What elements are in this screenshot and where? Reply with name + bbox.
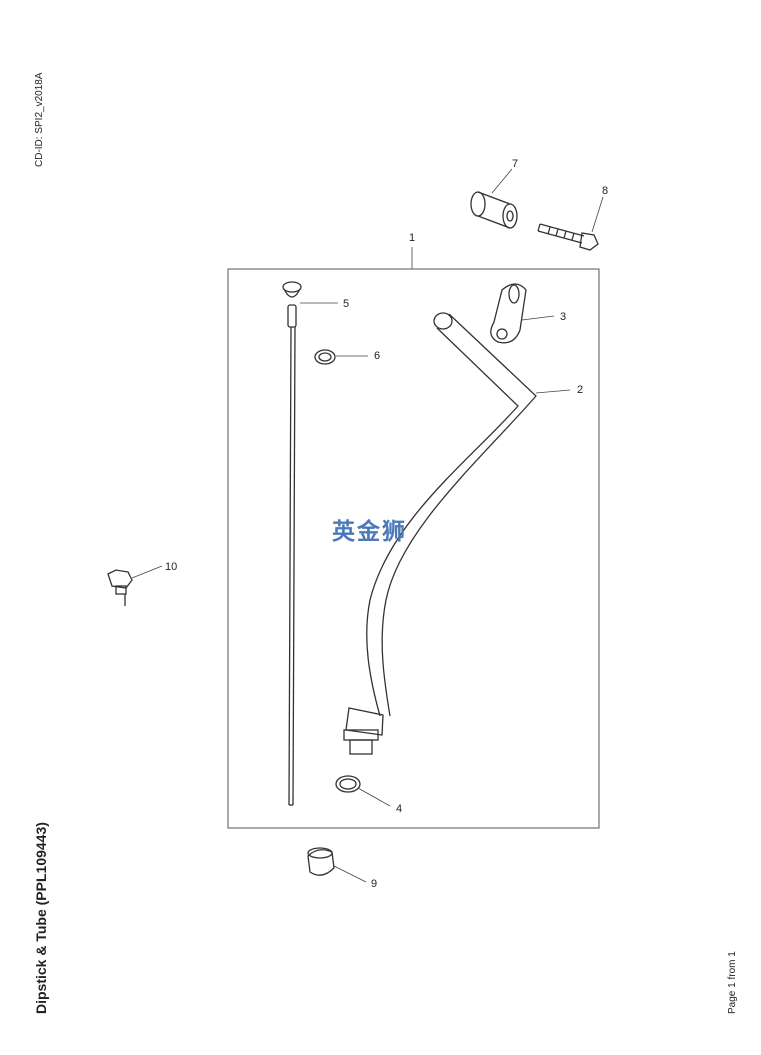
callout-8: 8 bbox=[602, 185, 608, 197]
part-3-bracket bbox=[490, 283, 527, 344]
part-6-o-ring bbox=[314, 349, 336, 365]
callout-7: 7 bbox=[512, 158, 518, 170]
callout-2: 2 bbox=[577, 384, 583, 396]
part-8-bolt bbox=[537, 223, 599, 251]
watermark-logo: 英金狮 bbox=[332, 519, 407, 545]
assembly-frame bbox=[227, 268, 600, 829]
part-5-dipstick bbox=[282, 281, 302, 806]
part-9-sleeve bbox=[307, 847, 335, 876]
callout-3: 3 bbox=[560, 311, 566, 323]
part-10-plug bbox=[107, 569, 133, 606]
callout-6: 6 bbox=[374, 350, 380, 362]
callout-1: 1 bbox=[409, 232, 415, 244]
callout-5: 5 bbox=[343, 298, 349, 310]
callout-9: 9 bbox=[371, 878, 377, 890]
part-7-spacer bbox=[470, 191, 518, 229]
part-4-washer bbox=[335, 775, 361, 793]
callout-10: 10 bbox=[165, 561, 177, 573]
callout-4: 4 bbox=[396, 803, 402, 815]
part-2-tube bbox=[343, 312, 537, 755]
